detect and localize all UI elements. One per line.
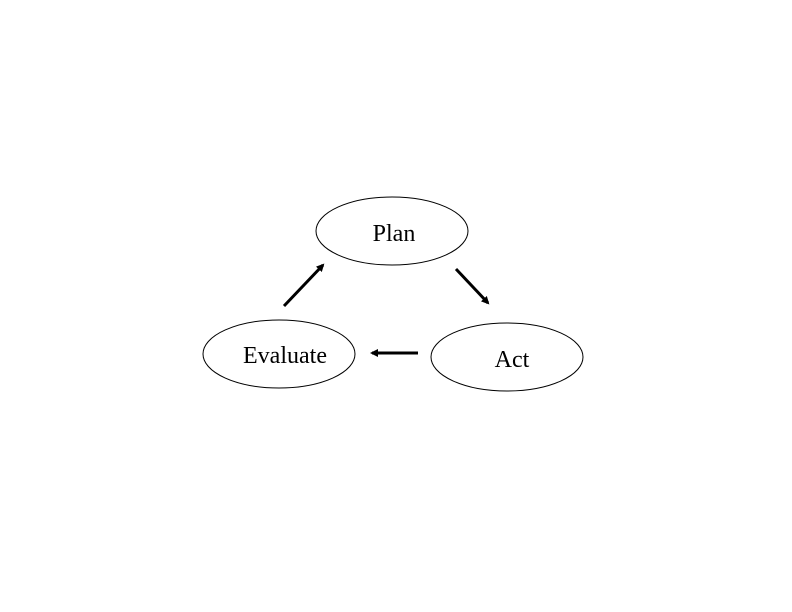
node-act: Act xyxy=(430,322,584,392)
node-plan: Plan xyxy=(315,196,469,266)
node-evaluate-ellipse xyxy=(202,319,356,389)
node-evaluate-label: Evaluate xyxy=(243,343,327,369)
node-plan-ellipse xyxy=(315,196,469,266)
arrow-plan-to-act xyxy=(454,267,490,305)
node-evaluate: Evaluate xyxy=(202,319,356,389)
node-act-label: Act xyxy=(495,347,530,373)
arrow-evaluate-to-plan xyxy=(282,263,325,308)
node-plan-label: Plan xyxy=(373,221,416,247)
node-act-ellipse xyxy=(430,322,584,392)
